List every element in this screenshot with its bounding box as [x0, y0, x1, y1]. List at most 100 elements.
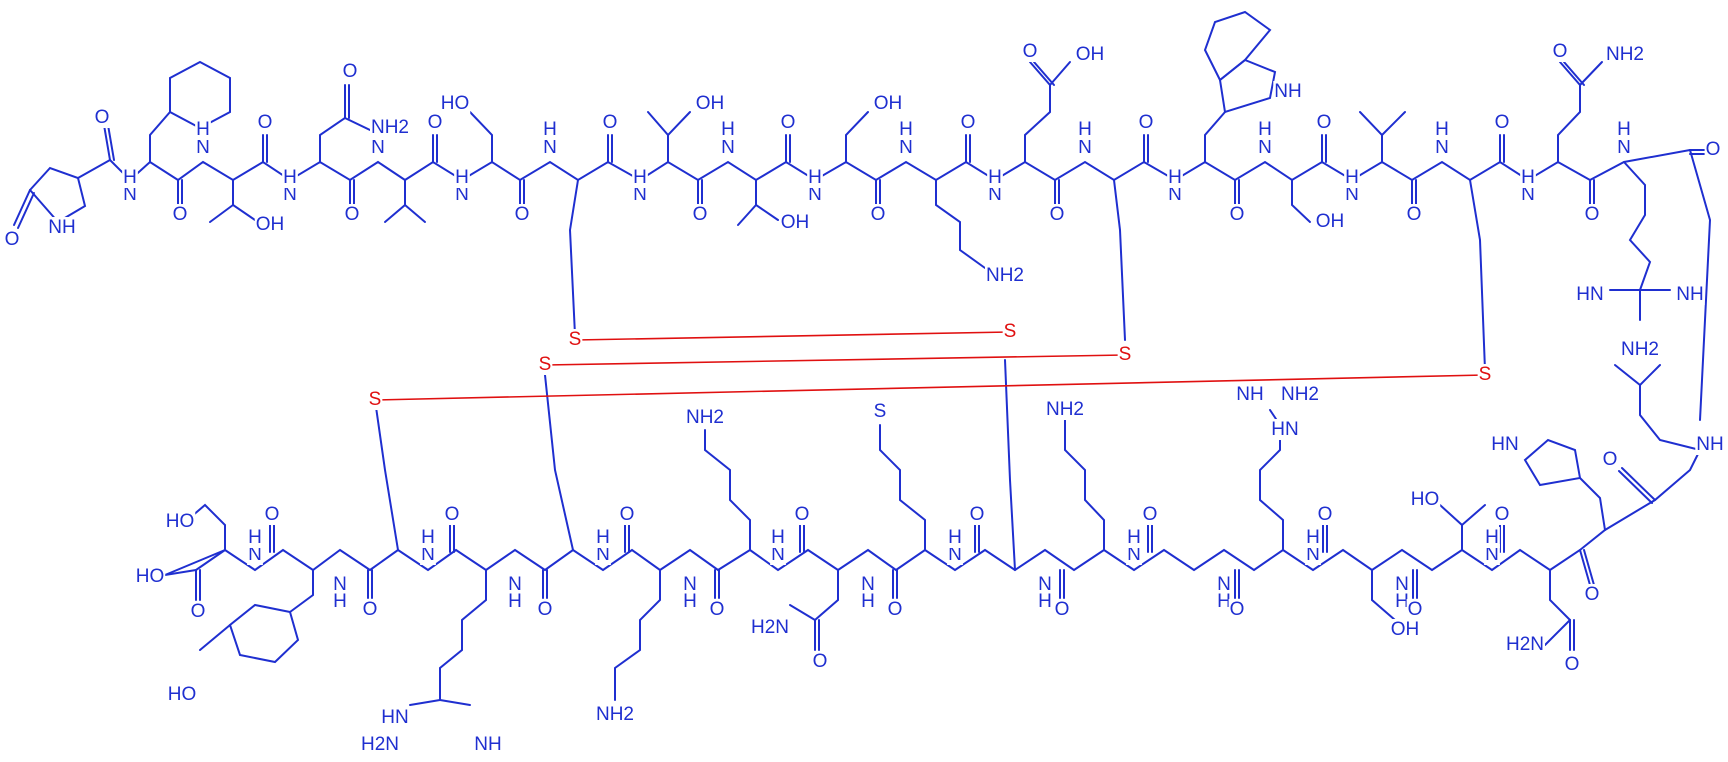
label-background	[1520, 167, 1536, 189]
label-background	[1279, 384, 1321, 406]
amide-h-label: H	[1345, 167, 1359, 188]
label-background	[247, 527, 263, 549]
label-background	[282, 184, 298, 206]
label-background	[1074, 44, 1106, 66]
label-background	[1141, 504, 1159, 526]
amide-n-label: N	[1168, 184, 1182, 205]
carbonyl-o-label: O	[813, 651, 828, 672]
amide-h-label: H	[1127, 527, 1141, 548]
label-background	[898, 119, 914, 141]
label-background	[872, 93, 904, 115]
amide-n-label: N	[948, 544, 962, 565]
amide-n-label: N	[899, 137, 913, 158]
label-background	[1583, 584, 1601, 606]
label-background	[1616, 119, 1632, 141]
sulfur-label: S	[1119, 344, 1132, 365]
oxygen-label: O	[5, 229, 20, 250]
label-background	[1394, 591, 1410, 613]
label-background	[1493, 504, 1511, 526]
carbonyl-o-label: O	[888, 599, 903, 620]
label-background	[1167, 184, 1183, 206]
amide-h-label: H	[1395, 591, 1409, 612]
carbonyl-o-label: O	[1553, 41, 1568, 62]
label-background	[770, 527, 786, 549]
amide-n-label: N	[455, 184, 469, 205]
amine-label: NH2	[596, 704, 634, 725]
label-background	[263, 504, 281, 526]
amide-n-label: N	[861, 574, 875, 595]
sulfur-label: S	[569, 329, 582, 350]
label-background	[359, 734, 401, 756]
carbonyl-o-label: O	[515, 204, 530, 225]
label-background	[1126, 527, 1142, 549]
amide-h-label: H	[1521, 167, 1535, 188]
amide-nh2-label: H2N	[751, 617, 789, 638]
label-background	[1037, 574, 1053, 596]
label-background	[93, 107, 111, 129]
label-background	[968, 504, 986, 526]
carbonyl-o-label: O	[1585, 204, 1600, 225]
label-background	[708, 599, 726, 621]
label-background	[1493, 112, 1511, 134]
carbonyl-o-label: O	[343, 61, 358, 82]
label-background	[1484, 527, 1500, 549]
label-background	[779, 212, 811, 234]
label-background	[1126, 544, 1142, 566]
carbonyl-o-label: O	[1318, 504, 1333, 525]
label-background	[632, 184, 648, 206]
label-background	[341, 61, 359, 83]
amide-h-label: H	[771, 527, 785, 548]
label-background	[134, 566, 166, 588]
label-background	[947, 527, 963, 549]
carbonyl-o-label: O	[1139, 112, 1154, 133]
label-background	[1048, 204, 1066, 226]
amide-h-label: H	[508, 591, 522, 612]
label-background	[595, 544, 611, 566]
amide-h-label: H	[543, 119, 557, 140]
label-background	[195, 137, 211, 159]
label-background	[256, 112, 274, 134]
label-background	[367, 389, 383, 411]
label-background	[1235, 384, 1265, 406]
carbonyl-o-label: O	[1317, 112, 1332, 133]
label-background	[749, 617, 791, 639]
carbonyl-o-label: O	[428, 112, 443, 133]
label-background	[594, 704, 636, 726]
label-background	[1228, 204, 1246, 226]
carbonyl-o-label: O	[1603, 449, 1618, 470]
label-background	[3, 229, 21, 251]
label-background	[682, 574, 698, 596]
carbonyl-o-label: O	[258, 112, 273, 133]
label-background	[618, 504, 636, 526]
label-background	[1216, 574, 1232, 596]
carbonyl-o-label: O	[1706, 139, 1721, 160]
amide-nh2-label: H2N	[1506, 634, 1544, 655]
label-background	[720, 119, 736, 141]
label-background	[1053, 599, 1071, 621]
amide-n-label: N	[196, 137, 210, 158]
amide-h-label: H	[1217, 591, 1231, 612]
amide-n-label: N	[721, 137, 735, 158]
top-side-chains	[149, 10, 1712, 421]
amide-h-label: H	[283, 167, 297, 188]
label-background	[164, 511, 196, 533]
amide-n-label: N	[771, 544, 785, 565]
label-background	[47, 217, 77, 239]
label-background	[1270, 419, 1300, 441]
label-background	[1704, 139, 1722, 161]
amide-h-label: H	[455, 167, 469, 188]
hydroxyl-label: OH	[696, 93, 725, 114]
label-background	[426, 112, 444, 134]
label-background	[1117, 344, 1133, 366]
label-background	[632, 167, 648, 189]
label-background	[1273, 81, 1303, 103]
amide-n-label: N	[1345, 184, 1359, 205]
label-background	[454, 184, 470, 206]
label-background	[959, 112, 977, 134]
label-background	[807, 167, 823, 189]
label-background	[807, 184, 823, 206]
label-background	[567, 329, 583, 351]
hydroxyl-label: HO	[166, 511, 195, 532]
thioether-s-label: S	[874, 401, 887, 422]
